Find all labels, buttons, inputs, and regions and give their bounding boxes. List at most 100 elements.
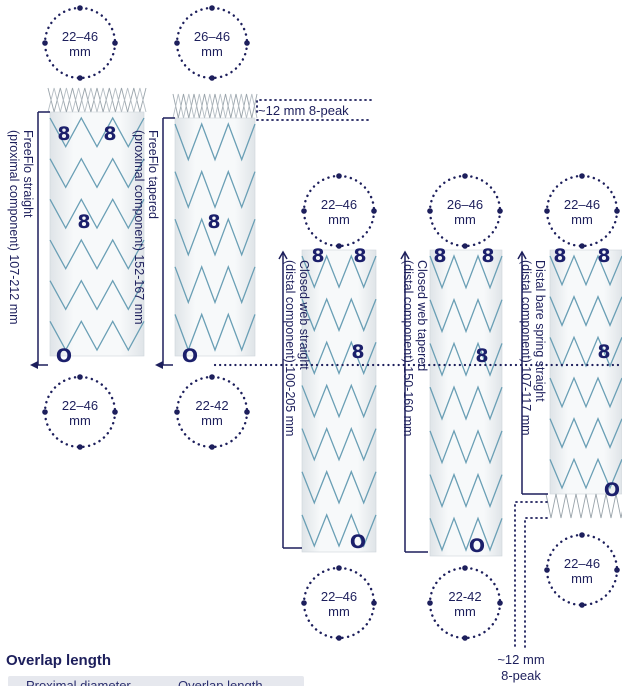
component-name: FreeFlo straight (21, 130, 35, 218)
diameter-value-bottom: 22–46 (62, 398, 98, 413)
wire-ring (429, 516, 503, 552)
wire-ring (549, 295, 622, 327)
diameter-circle-dot (209, 5, 215, 11)
stent-distal-bare-spring-straight (545, 249, 622, 519)
bare-crown-top (172, 93, 258, 119)
radiopaque-marker-8: 8 (103, 123, 116, 145)
bracket-arrow (155, 361, 163, 369)
peak-callout-line (514, 501, 548, 649)
length-arrow-up (278, 250, 288, 260)
radiopaque-marker-o: O (350, 531, 366, 553)
wire-ring (301, 426, 377, 462)
diameter-value-bottom: 22-42 (195, 398, 228, 413)
wire-ring (549, 254, 622, 287)
radiopaque-marker-8: 8 (351, 341, 364, 363)
diameter-circle-dot (77, 5, 83, 11)
diameter-value-top: 22–46 (321, 197, 357, 212)
component-label-freeflo-tapered: FreeFlo tapered(proximal component) 152-… (132, 130, 160, 325)
wire-ring (429, 341, 503, 377)
diameter-value-bottom: 22–46 (321, 589, 357, 604)
diameter-value-bottom: 22–46 (564, 556, 600, 571)
wire-ring (174, 122, 256, 162)
diameter-circle-dot (209, 75, 215, 81)
wire-ring (549, 376, 622, 409)
component-label-closed-web-straight: Closed web straight(distal component) 10… (283, 260, 311, 436)
radiopaque-marker-o: O (469, 535, 485, 557)
overlap-length-title: Overlap length (6, 652, 112, 669)
wire-ring (174, 217, 256, 257)
diameter-circle-dot (371, 208, 377, 214)
diameter-circle-dot (462, 565, 468, 571)
diameter-circle-dot (209, 444, 215, 450)
radiopaque-marker-8: 8 (433, 245, 446, 267)
radiopaque-marker-8: 8 (597, 341, 610, 363)
diameter-circle-dot (112, 40, 118, 46)
radiopaque-marker-8: 8 (597, 245, 610, 267)
peak-callout-line (524, 517, 548, 649)
stent-freeflo-straight (47, 87, 147, 357)
diameter-circle-dot (244, 40, 250, 46)
diameter-circle-dot (77, 75, 83, 81)
component-label-freeflo-straight: FreeFlo straight(proximal component) 107… (7, 130, 35, 325)
diameter-unit-top: mm (328, 212, 350, 227)
wire-ring (549, 417, 622, 449)
wire-ring (49, 319, 145, 352)
proximal-bracket (37, 111, 50, 366)
component-length: (proximal component) 107-212 mm (7, 130, 21, 325)
diameter-circle-dot (462, 243, 468, 249)
wire-ring (301, 469, 377, 505)
diameter-circle-dot (579, 532, 585, 538)
top-peak-callout: ~12 mm 8-peak (258, 103, 349, 118)
radiopaque-marker-8: 8 (57, 123, 70, 145)
stent-graft-body (49, 111, 145, 357)
diameter-circle-dot (336, 635, 342, 641)
diameter-circle-dot (209, 374, 215, 380)
component-label-distal-bare-spring-straight: Distal bare spring straight(distal compo… (519, 260, 547, 436)
wire-ring (174, 169, 256, 210)
radiopaque-marker-8: 8 (481, 245, 494, 267)
diameter-circle-dot (301, 600, 307, 606)
component-name: FreeFlo tapered (146, 130, 160, 219)
wire-ring (301, 254, 377, 289)
diameter-circle-dot (497, 208, 503, 214)
wire-ring (429, 254, 503, 290)
diameter-circle-dot (77, 444, 83, 450)
diameter-circle-dot (77, 374, 83, 380)
bare-crown-top (47, 87, 147, 113)
radiopaque-marker-8: 8 (77, 211, 90, 233)
wire-ring (49, 279, 145, 311)
bare-crown-top-back (172, 93, 258, 119)
radiopaque-marker-8: 8 (553, 245, 566, 267)
wire-ring (49, 116, 145, 149)
diameter-value-top: 26–46 (194, 29, 230, 44)
diameter-value-top: 26–46 (447, 197, 483, 212)
wire-ring (549, 457, 622, 490)
component-label-closed-web-tapered: Closed web tapered(distal component) 150… (401, 260, 429, 436)
diameter-unit-bottom: mm (201, 413, 223, 428)
diameter-circle-dot (579, 243, 585, 249)
length-arrow-up (517, 250, 527, 260)
diameter-circle-dot (462, 635, 468, 641)
component-length: (distal component) 100-205 mm (283, 260, 297, 436)
diameter-circle-dot (371, 600, 377, 606)
wire-ring (301, 513, 377, 548)
diameter-circle-dot (42, 409, 48, 415)
diameter-unit-bottom: mm (454, 604, 476, 619)
diameter-unit-top: mm (454, 212, 476, 227)
diameter-circle-dot (336, 565, 342, 571)
diameter-value-bottom: 22-42 (448, 589, 481, 604)
wire-ring (429, 385, 503, 421)
bottom-peak-callout-2: 8-peak (501, 668, 541, 683)
bare-crown-top-back (47, 87, 147, 113)
radiopaque-marker-o: O (604, 479, 620, 501)
wire-ring (301, 340, 377, 376)
diameter-unit-top: mm (201, 44, 223, 59)
wire-ring (301, 383, 377, 419)
diameter-circle-dot (579, 173, 585, 179)
diameter-circle-dot (427, 208, 433, 214)
diameter-value-top: 22–46 (564, 197, 600, 212)
wire-ring (174, 312, 256, 352)
col-proximal-diameter: Proximal diameter (26, 678, 131, 686)
